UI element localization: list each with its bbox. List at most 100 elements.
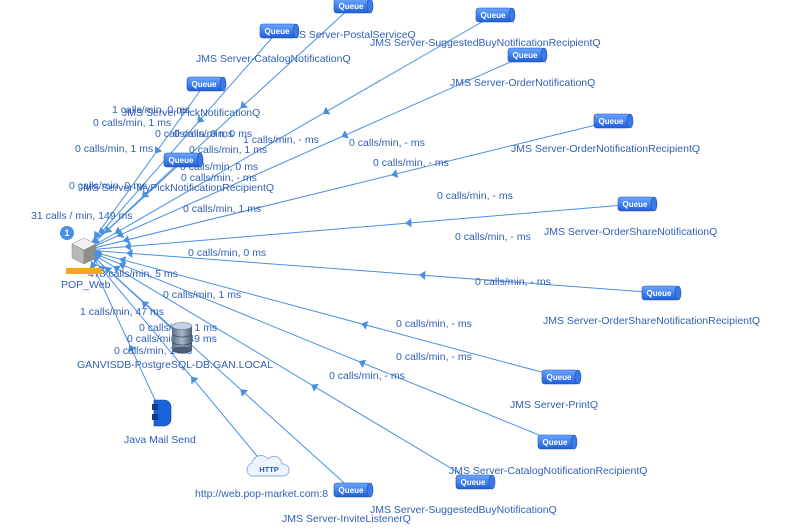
edge-line[interactable] [85, 159, 183, 251]
edge-arrow-icon [360, 320, 369, 330]
node-label: JMS Server-SuggestedBuyNotificationQ [370, 504, 557, 516]
edge-arrow-icon [126, 249, 133, 258]
queue-badge-text: Queue [647, 289, 672, 298]
node-label: JMS Server-OrderNotificationQ [450, 77, 595, 89]
edge-arrow-icon [89, 261, 98, 269]
edge-arrow-icon [128, 344, 137, 353]
queue-icon: Queue [541, 369, 582, 385]
http-cloud-icon: HTTP [246, 455, 290, 477]
node-label: JMS Server-OrderNotificationRecipientQ [511, 143, 700, 155]
edge-label: 0 calls/min, - ms [329, 370, 405, 382]
edge-line[interactable] [85, 5, 353, 251]
queue-icon: Queue [475, 7, 516, 23]
queue-icon: Queue [163, 152, 204, 168]
edge-label: 0 calls/min, 1 ms [189, 144, 267, 156]
node-label: JMS Server-PrintQ [510, 399, 598, 411]
edge-label: 0 calls/min, 549 ms [127, 333, 217, 345]
edge-arrow-icon [141, 190, 150, 198]
database-icon [171, 322, 193, 354]
queue-icon: Queue [641, 285, 682, 301]
node-label: http://web.pop-market.com:8 [195, 488, 328, 500]
edge-line[interactable] [85, 120, 613, 251]
server-icon [71, 237, 97, 265]
edge-arrow-icon [122, 235, 130, 244]
edge-arrow-icon [240, 100, 248, 109]
queue-icon: Queue [507, 47, 548, 63]
edge-line[interactable] [85, 14, 495, 251]
edge-line[interactable] [85, 249, 661, 294]
edge-label: 0 calls/min, - ms [373, 157, 449, 169]
node-http[interactable]: HTTP http://web.pop-market.com:8 [195, 455, 328, 500]
queue-badge-text: Queue [265, 27, 290, 36]
queue-badge-text: Queue [192, 80, 217, 89]
app-calls-label: 31 calls / min, 149 ms [31, 210, 133, 222]
mail-sender-icon [152, 399, 172, 427]
queue-icon: Queue [593, 113, 634, 129]
edge-label: 0 calls/min, 0 ms [155, 128, 233, 140]
edge-arrow-icon [391, 169, 399, 178]
edge-label: 0 calls/min, 1 ms [93, 117, 171, 129]
edge-line[interactable] [85, 249, 162, 414]
edge-arrow-icon [311, 383, 319, 392]
queue-badge-text: Queue [481, 11, 506, 20]
edge-label: 1 calls/min, - ms [243, 134, 319, 146]
edges-layer [85, 5, 661, 491]
queue-badge-text: Queue [169, 156, 194, 165]
queue-icon: Queue [259, 23, 300, 39]
edge-line[interactable] [85, 249, 183, 339]
alert-count-badge [60, 226, 74, 240]
edge-label: 0 calls/min, - ms [396, 351, 472, 363]
queue-icon: Queue [186, 76, 227, 92]
status-dot-icon [94, 250, 102, 258]
edge-arrow-icon [92, 236, 101, 244]
edge-line[interactable] [85, 249, 268, 469]
edge-label: 0 calls/min, - ms [475, 276, 551, 288]
edge-arrow-icon [418, 270, 426, 280]
queue-badge-text: Queue [599, 117, 624, 126]
node-db[interactable]: GANVISDB-PostgreSQL-DB.GAN.LOCAL [77, 322, 273, 372]
edge-line[interactable] [85, 83, 206, 251]
edge-line[interactable] [85, 30, 279, 251]
edge-labels-layer: 1 calls/min, 0 ms0 calls/min, 1 ms0 call… [69, 104, 551, 382]
edge-label: 0 calls/min, 1 ms [183, 203, 261, 215]
edge-line[interactable] [85, 249, 561, 378]
node-label: JMS Server-OrderShareNotificationRecipie… [543, 315, 760, 327]
node-label: JMS Server-InviteListenerQ [282, 513, 411, 525]
node-label: JMS Server-CatalogNotificationRecipientQ [449, 465, 647, 477]
node-label: Java Mail Send [124, 434, 196, 446]
edge-label: 0 calls/min, - ms [181, 172, 257, 184]
node-mail[interactable]: Java Mail Send [124, 399, 196, 446]
queue-icon: Queue [537, 434, 578, 450]
edge-line[interactable] [85, 203, 637, 251]
edge-label: 0 calls/min, - ms [437, 190, 513, 202]
edge-arrow-icon [113, 265, 121, 274]
node-label: JMS Server-PickNotificationQ [122, 107, 260, 119]
edge-arrow-icon [405, 218, 412, 228]
edge-line[interactable] [85, 54, 527, 251]
edge-label: 0 calls/min, 0 ms [174, 128, 252, 140]
app-node-pop-web[interactable]: 1 POP_Web 31 calls / min, 149 ms [31, 210, 133, 291]
edge-label: 0 calls/min, - ms [396, 318, 472, 330]
queue-icon: Queue [333, 0, 374, 14]
queue-icon: Queue [333, 482, 374, 498]
edge-line[interactable] [85, 249, 557, 443]
edge-label: 0 calls/min, 1 ms [163, 289, 241, 301]
alert-count-text: 1 [64, 228, 69, 238]
edge-arrow-icon [322, 106, 331, 115]
edge-line[interactable] [85, 249, 475, 483]
